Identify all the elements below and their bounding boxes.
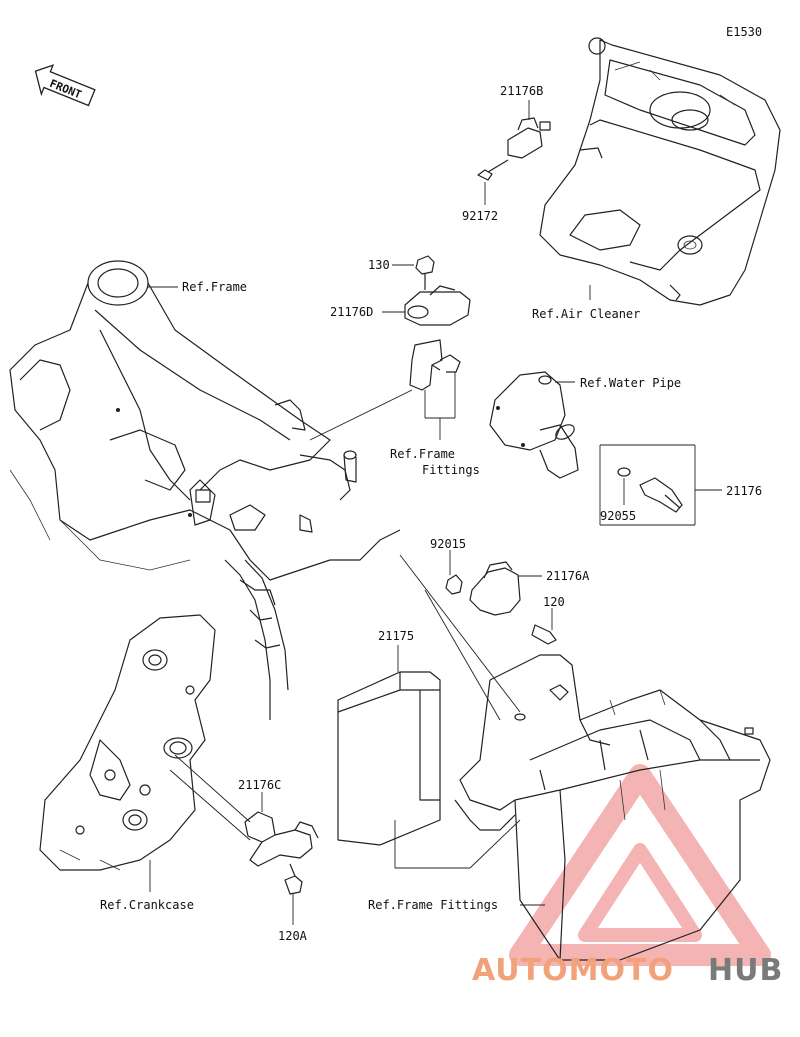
watermark-text-main: AUTOMOTO xyxy=(472,953,674,988)
label-92055: 92055 xyxy=(600,509,636,523)
bolt-120A: 120A xyxy=(278,863,308,943)
label-21175: 21175 xyxy=(378,629,414,643)
label-ref-frame: Ref.Frame xyxy=(182,280,247,294)
label-21176D: 21176D xyxy=(330,305,373,319)
label-92015: 92015 xyxy=(430,537,466,551)
sensor-21176: 21176 92055 xyxy=(599,444,762,526)
label-120: 120 xyxy=(543,595,565,609)
bolt-120: 120 xyxy=(531,595,565,645)
label-21176C: 21176C xyxy=(238,778,281,792)
label-21176A: 21176A xyxy=(546,569,590,583)
crankcase xyxy=(39,614,216,871)
front-arrow-icon: FRONT xyxy=(34,64,96,107)
label-ref-water-pipe: Ref.Water Pipe xyxy=(580,376,681,390)
label-92172: 92172 xyxy=(462,209,498,223)
water-pipe: Ref.Water Pipe xyxy=(489,371,681,479)
sensor-21176C: 21176C xyxy=(169,754,319,867)
ecu-21175: 21175 xyxy=(337,629,441,846)
leader-fittings-c xyxy=(469,819,521,869)
label-ref-crankcase: Ref.Crankcase xyxy=(100,898,194,912)
label-130: 130 xyxy=(368,258,390,272)
bolt-130: 130 xyxy=(368,255,435,290)
sensor-21176A: 92015 21176A xyxy=(430,537,590,616)
screw-92172: 92172 xyxy=(462,159,509,223)
diagram-code: E1530 xyxy=(726,25,762,39)
label-ref-frame-fittings-2: Fittings xyxy=(422,463,480,477)
bracket: Ref.Frame Fittings xyxy=(309,339,480,477)
watermark-text-hub: HUB xyxy=(708,953,783,988)
watermark-logo xyxy=(509,764,771,966)
frame xyxy=(9,260,401,720)
label-21176: 21176 xyxy=(726,484,762,498)
battery-box xyxy=(454,654,771,961)
leader-21176A xyxy=(399,554,521,713)
label-120A: 120A xyxy=(278,929,308,943)
leader-21176A-2 xyxy=(424,589,501,721)
sensor-21176B: 21176B xyxy=(500,84,551,159)
air-cleaner-housing xyxy=(539,37,781,306)
label-ref-frame-fittings-1: Ref.Frame xyxy=(390,447,455,461)
label-ref-air-cleaner: Ref.Air Cleaner xyxy=(532,307,640,321)
label-21176B: 21176B xyxy=(500,84,543,98)
sensor-21176D: 21176D xyxy=(330,285,471,326)
label-ref-frame-fittings-bottom: Ref.Frame Fittings xyxy=(368,898,498,912)
